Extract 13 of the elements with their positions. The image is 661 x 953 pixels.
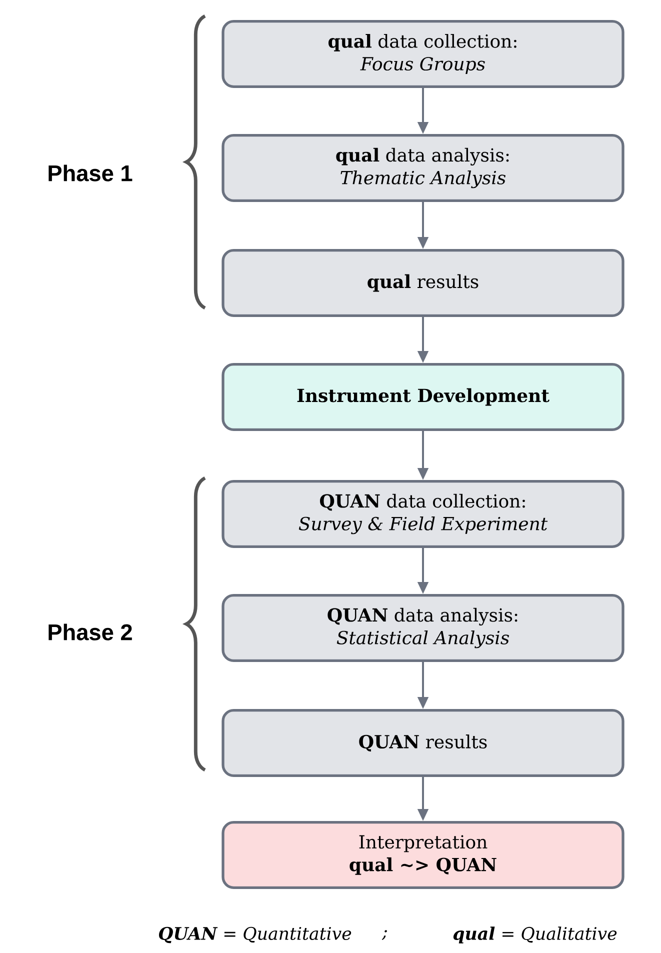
separator: ; (382, 930, 387, 940)
phase-label: Phase 2 (48, 624, 132, 640)
definition-text: qual = Qualitative (453, 926, 617, 944)
process-box: qual results (222, 249, 624, 317)
process-box: qual data collection: Focus Groups (222, 20, 624, 88)
process-box: QUAN data collection: Survey & Field Experiment (222, 480, 624, 548)
process-box: qual data analysis: Thematic Analysis (222, 134, 624, 202)
phase-label: Phase 1 (48, 164, 132, 182)
process-box: Instrument Development (222, 363, 624, 431)
process-box: Interpretation qual ~> QUAN (222, 821, 624, 889)
definition-text: QUAN = Quantitative (158, 926, 352, 944)
process-box: QUAN data analysis: Statistical Analysis (222, 594, 624, 662)
process-box: QUAN results (222, 709, 624, 778)
